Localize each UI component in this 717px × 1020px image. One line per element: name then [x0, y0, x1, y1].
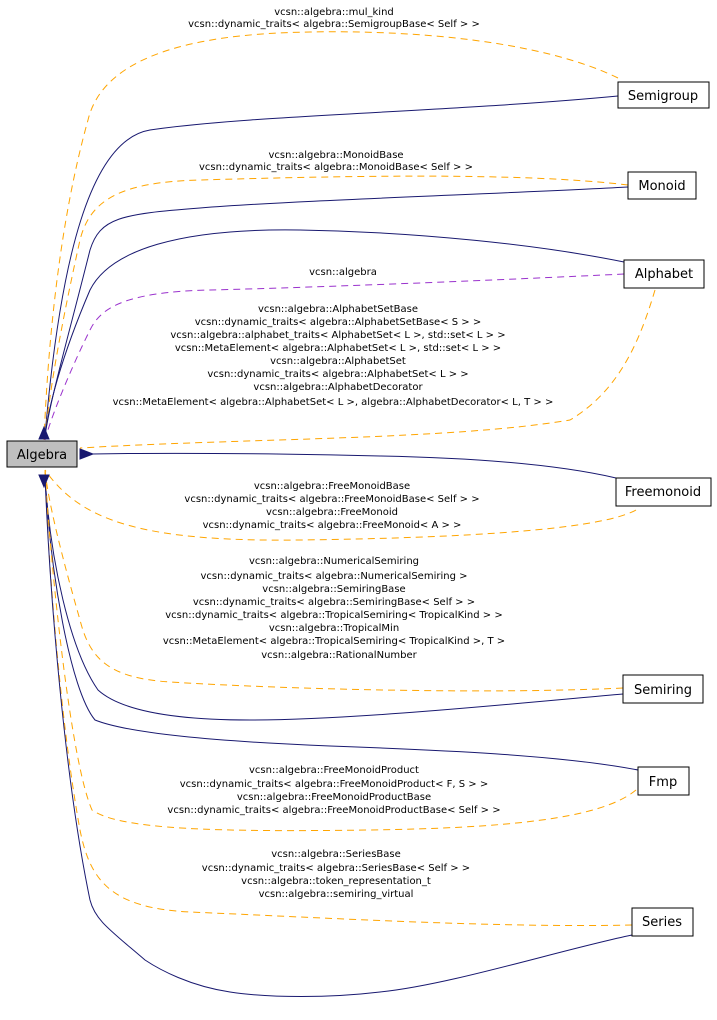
label-fmp-line: vcsn::algebra::FreeMonoidProduct — [249, 765, 419, 776]
node-semigroup[interactable]: Semigroup — [617, 81, 710, 109]
node-monoid[interactable]: Monoid — [627, 171, 697, 200]
node-freemonoid-label: Freemonoid — [625, 485, 701, 500]
edge-monoid-inherit — [44, 186, 629, 437]
edge-semiring-inherit — [44, 475, 624, 721]
label-freemonoid-line: vcsn::algebra::FreeMonoidBase — [254, 481, 410, 492]
label-semiring-line: vcsn::algebra::SemiringBase — [262, 584, 405, 595]
node-freemonoid[interactable]: Freemonoid — [615, 477, 712, 507]
label-freemonoid-line: vcsn::dynamic_traits< algebra::FreeMonoi… — [184, 494, 479, 505]
label-series-line: vcsn::dynamic_traits< algebra::SeriesBas… — [202, 863, 470, 874]
label-semiring-line: vcsn::dynamic_traits< algebra::TropicalS… — [165, 610, 502, 621]
label-monoid-line: vcsn::algebra::MonoidBase — [268, 150, 403, 161]
node-monoid-label: Monoid — [638, 179, 685, 194]
node-alphabet[interactable]: Alphabet — [623, 259, 705, 289]
label-alphabet-namespace-line: vcsn::algebra — [309, 267, 377, 278]
label-semigroup-line: vcsn::algebra::mul_kind — [274, 7, 394, 18]
edge-semigroup-usage — [43, 31, 619, 441]
node-fmp[interactable]: Fmp — [637, 766, 690, 796]
label-alphabet-line: vcsn::dynamic_traits< algebra::AlphabetS… — [195, 317, 481, 328]
edge-fmp-usage — [44, 469, 637, 832]
label-semigroup-line: vcsn::dynamic_traits< algebra::Semigroup… — [188, 19, 480, 30]
label-freemonoid-line: vcsn::algebra::FreeMonoid — [266, 507, 398, 518]
label-freemonoid-line: vcsn::dynamic_traits< algebra::FreeMonoi… — [203, 520, 462, 531]
label-series: vcsn::algebra::SeriesBase vcsn::dynamic_… — [202, 849, 470, 900]
label-freemonoid: vcsn::algebra::FreeMonoidBase vcsn::dyna… — [184, 481, 479, 531]
node-series-label: Series — [642, 915, 682, 930]
label-alphabet-line: vcsn::algebra::alphabet_traits< Alphabet… — [170, 330, 505, 341]
label-alphabet-namespace: vcsn::algebra — [309, 267, 377, 278]
label-semiring-line: vcsn::dynamic_traits< algebra::Numerical… — [201, 571, 468, 582]
node-series-box — [631, 907, 694, 937]
label-series-line: vcsn::algebra::SeriesBase — [271, 849, 401, 860]
label-fmp-line: vcsn::algebra::FreeMonoidProductBase — [237, 792, 431, 803]
edge-alphabet-inherit — [44, 229, 625, 437]
edge-series-inherit — [44, 475, 633, 997]
label-alphabet-line: vcsn::algebra::AlphabetDecorator — [253, 382, 423, 393]
edge-alphabet-namespace — [44, 273, 625, 441]
label-semiring-line: vcsn::algebra::NumericalSemiring — [249, 556, 419, 567]
node-alphabet-label: Alphabet — [635, 267, 693, 282]
node-fmp-label: Fmp — [649, 775, 677, 790]
label-series-line: vcsn::algebra::token_representation_t — [241, 876, 431, 887]
label-alphabet-line: vcsn::dynamic_traits< algebra::AlphabetS… — [207, 369, 468, 380]
label-fmp-line: vcsn::dynamic_traits< algebra::FreeMonoi… — [180, 779, 488, 790]
node-algebra-label: Algebra — [17, 448, 67, 463]
arrowhead-top — [38, 425, 50, 440]
arrowhead-bottom — [38, 474, 50, 489]
node-series[interactable]: Series — [631, 907, 694, 937]
edge-series-usage — [44, 469, 633, 927]
edge-monoid-usage — [44, 175, 629, 441]
edge-alphabet-usage — [79, 289, 656, 449]
label-monoid-line: vcsn::dynamic_traits< algebra::MonoidBas… — [199, 162, 473, 173]
label-semiring-line: vcsn::dynamic_traits< algebra::SemiringB… — [193, 597, 475, 608]
edge-semigroup-inherit — [44, 95, 619, 437]
label-series-line: vcsn::algebra::semiring_virtual — [259, 889, 414, 900]
node-semiring-label: Semiring — [634, 683, 692, 698]
node-semiring-box — [622, 674, 704, 704]
label-semiring-line: vcsn::MetaElement< algebra::TropicalSemi… — [163, 636, 505, 647]
label-fmp-line: vcsn::dynamic_traits< algebra::FreeMonoi… — [167, 805, 500, 816]
label-alphabet-line: vcsn::algebra::AlphabetSet — [270, 356, 406, 367]
label-monoid: vcsn::algebra::MonoidBase vcsn::dynamic_… — [199, 150, 473, 173]
node-semigroup-box — [617, 81, 710, 109]
node-monoid-box — [627, 171, 697, 200]
label-alphabet-line: vcsn::MetaElement< algebra::AlphabetSet<… — [113, 397, 554, 408]
node-algebra[interactable]: Algebra — [6, 440, 78, 468]
label-alphabet-line: vcsn::algebra::AlphabetSetBase — [258, 304, 418, 315]
label-alphabet-line: vcsn::MetaElement< algebra::AlphabetSet<… — [175, 343, 501, 354]
edge-freemonoid-inherit — [91, 452, 617, 479]
node-alphabet-box — [623, 259, 705, 289]
label-semiring-line: vcsn::algebra::RationalNumber — [261, 650, 417, 661]
node-semiring[interactable]: Semiring — [622, 674, 704, 704]
label-alphabet: vcsn::algebra::AlphabetSetBase vcsn::dyn… — [113, 304, 554, 408]
label-fmp: vcsn::algebra::FreeMonoidProduct vcsn::d… — [167, 765, 500, 816]
edge-semiring-usage — [44, 469, 624, 692]
label-semiring-line: vcsn::algebra::TropicalMin — [269, 623, 399, 634]
node-semigroup-label: Semigroup — [628, 89, 698, 104]
node-fmp-box — [637, 766, 690, 796]
edge-fmp-inherit — [44, 475, 639, 771]
label-semigroup: vcsn::algebra::mul_kind vcsn::dynamic_tr… — [188, 7, 480, 30]
label-semiring: vcsn::algebra::NumericalSemiring vcsn::d… — [163, 556, 505, 661]
node-freemonoid-box — [615, 477, 712, 507]
edge-freemonoid-usage — [44, 469, 637, 541]
arrowhead-right — [79, 448, 95, 460]
node-algebra-box — [6, 440, 78, 468]
